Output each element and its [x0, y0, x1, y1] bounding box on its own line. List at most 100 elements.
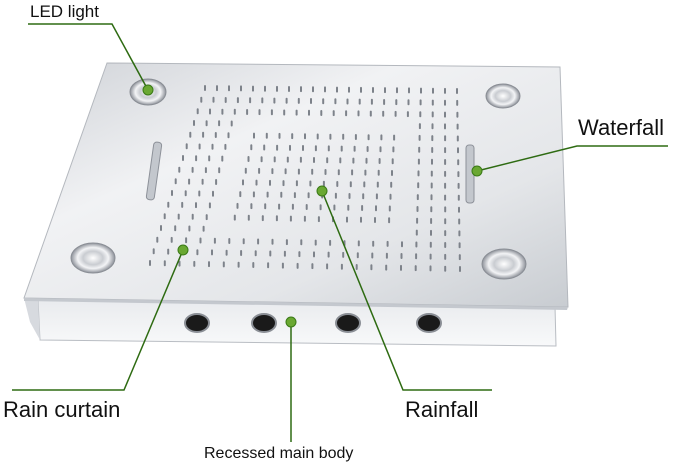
nozzle	[342, 133, 345, 140]
nozzle	[267, 262, 270, 269]
nozzle	[233, 108, 236, 115]
nozzle	[367, 134, 370, 141]
nozzle	[303, 215, 306, 222]
nozzle	[202, 225, 205, 232]
nozzle	[429, 253, 432, 260]
nozzle	[236, 97, 239, 104]
leader-waterfall	[476, 145, 668, 172]
nozzle	[400, 264, 402, 271]
nozzle	[444, 230, 447, 237]
nozzle	[416, 217, 419, 224]
nozzle	[356, 252, 359, 259]
nozzle	[458, 230, 461, 237]
nozzle	[378, 158, 381, 164]
nozzle	[218, 167, 221, 174]
nozzle	[199, 237, 202, 244]
nozzle	[221, 155, 224, 162]
nozzle	[319, 204, 322, 211]
nozzle	[379, 146, 382, 153]
nozzle	[233, 214, 236, 221]
nozzle	[208, 202, 211, 209]
nozzle	[311, 263, 314, 270]
nozzle	[185, 237, 188, 244]
nozzle	[295, 180, 298, 187]
nozzle	[208, 155, 211, 162]
nozzle	[224, 143, 227, 150]
nozzle	[224, 97, 227, 103]
nozzle	[252, 85, 254, 92]
nozzle	[415, 241, 418, 248]
nozzle	[273, 97, 276, 104]
nozzle	[406, 111, 409, 118]
nozzle	[314, 145, 317, 152]
nozzle	[346, 216, 348, 223]
nozzle	[444, 135, 447, 142]
nozzle	[324, 86, 326, 93]
nozzle	[458, 218, 461, 225]
nozzle	[191, 213, 194, 220]
nozzle	[280, 191, 283, 198]
nozzle	[444, 218, 447, 225]
nozzle	[408, 87, 410, 94]
nozzle	[198, 190, 201, 197]
nozzle	[163, 213, 166, 220]
nozzle	[457, 171, 460, 178]
nozzle	[444, 147, 447, 154]
nozzle	[383, 99, 386, 105]
nozzle	[261, 215, 264, 222]
nozzle	[340, 263, 343, 270]
nozzle	[456, 123, 459, 130]
leader-led-light	[28, 23, 149, 91]
nozzle	[458, 254, 461, 261]
nozzle	[431, 111, 434, 118]
nozzle	[358, 98, 361, 105]
nozzle	[269, 250, 272, 257]
nozzle	[257, 238, 260, 245]
nozzle	[457, 182, 460, 189]
nozzle	[444, 182, 447, 189]
nozzle	[200, 96, 203, 103]
nozzle	[286, 156, 289, 163]
nozzle	[414, 265, 417, 272]
nozzle	[242, 179, 244, 186]
nozzle	[354, 134, 357, 140]
nozzle	[281, 262, 284, 269]
nozzle	[291, 133, 294, 140]
nozzle	[458, 242, 461, 249]
nozzle	[246, 109, 249, 115]
dot-rainfall	[316, 185, 328, 197]
nozzle	[390, 181, 393, 188]
nozzle	[204, 85, 206, 91]
nozzle	[327, 251, 330, 258]
nozzle	[215, 179, 218, 185]
nozzle	[444, 265, 447, 272]
label-rainfall: Rainfall	[405, 397, 479, 422]
nozzle	[196, 108, 199, 115]
nozzle	[160, 225, 162, 231]
nozzle	[376, 181, 379, 188]
nozzle	[208, 261, 210, 268]
nozzle	[355, 264, 358, 270]
nozzle	[432, 87, 434, 94]
recessed-body	[24, 298, 557, 347]
nozzle	[236, 202, 239, 209]
nozzle	[342, 251, 345, 258]
nozzle	[349, 181, 352, 188]
nozzle	[285, 239, 288, 246]
nozzle	[310, 98, 312, 104]
nozzle	[417, 182, 420, 189]
nozzle	[336, 181, 339, 187]
nozzle	[254, 250, 257, 257]
nozzle	[456, 88, 458, 94]
nozzle	[348, 86, 350, 93]
nozzle	[352, 157, 355, 164]
nozzle	[418, 146, 421, 153]
nozzle	[360, 216, 362, 223]
nozzle	[311, 168, 314, 175]
nozzle	[337, 169, 340, 176]
leader-rainfall	[321, 190, 492, 391]
nozzle	[198, 143, 201, 150]
nozzle	[181, 201, 184, 208]
nozzle	[193, 260, 196, 267]
nozzle	[444, 206, 447, 213]
